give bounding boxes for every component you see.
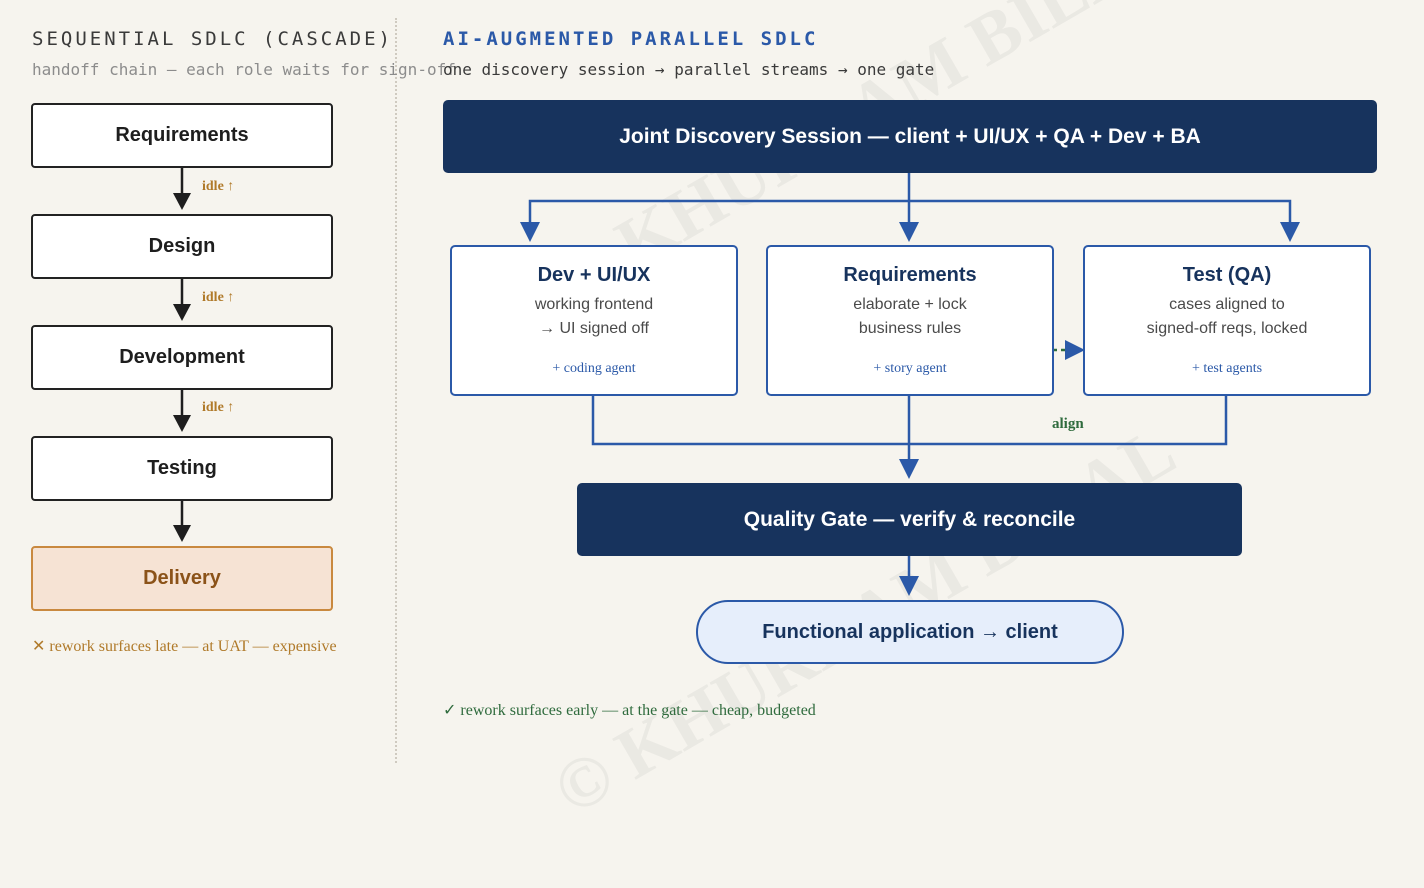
arrow-head — [173, 525, 191, 542]
parallel-footer: ✓ rework surfaces early — at the gate — … — [443, 702, 816, 719]
stream-agent: + story agent — [873, 361, 947, 376]
column-divider — [395, 18, 397, 763]
step-delivery: Delivery — [31, 546, 333, 611]
stream-line: → UI signed off — [539, 320, 649, 337]
idle-label: idle ↑ — [202, 400, 235, 415]
stream-requirements: Requirements elaborate + lock business r… — [766, 245, 1054, 396]
quality-gate-box: Quality Gate — verify & reconcile — [577, 483, 1242, 556]
stream-line: working frontend — [534, 296, 654, 313]
step-testing: Testing — [31, 436, 333, 501]
step-development: Development — [31, 325, 333, 390]
parallel-title: AI-AUGMENTED PARALLEL SDLC — [443, 28, 819, 50]
align-label: align — [1052, 416, 1084, 432]
arrow-head — [1065, 340, 1085, 360]
stream-test-qa: Test (QA) cases aligned to signed-off re… — [1083, 245, 1371, 396]
stream-line: business rules — [858, 320, 962, 337]
step-requirements: Requirements — [31, 103, 333, 168]
discovery-session-box: Joint Discovery Session — client + UI/UX… — [443, 100, 1377, 173]
idle-label: idle ↑ — [202, 290, 235, 305]
stream-title: Requirements — [843, 264, 977, 286]
stream-title: Test (QA) — [1182, 264, 1272, 286]
arrow-head — [1280, 222, 1300, 242]
stream-agent: + test agents — [1191, 361, 1263, 376]
parallel-subtitle: one discovery session → parallel streams… — [443, 60, 935, 79]
stream-dev-uiux: Dev + UI/UX working frontend → UI signed… — [450, 245, 738, 396]
idle-label: idle ↑ — [202, 179, 235, 194]
stream-agent: + coding agent — [552, 361, 636, 376]
sequential-footer: ✕ rework surfaces late — at UAT — expens… — [32, 638, 337, 655]
arrow-head — [899, 459, 919, 479]
arrow-head — [173, 415, 191, 432]
arrow-head — [173, 304, 191, 321]
arrow-head — [520, 222, 540, 242]
sequential-title: SEQUENTIAL SDLC (CASCADE) — [32, 28, 393, 50]
stream-title: Dev + UI/UX — [537, 264, 651, 286]
arrow-head — [173, 193, 191, 210]
stream-line: signed-off reqs, locked — [1146, 320, 1308, 337]
stream-line: elaborate + lock — [853, 296, 967, 313]
sequential-subtitle: handoff chain — each role waits for sign… — [32, 60, 456, 79]
stream-line: cases aligned to — [1169, 296, 1285, 313]
arrow-head — [899, 576, 919, 596]
functional-application-pill: Functional application → client — [696, 600, 1124, 664]
arrow-head — [899, 222, 919, 242]
step-design: Design — [31, 214, 333, 279]
